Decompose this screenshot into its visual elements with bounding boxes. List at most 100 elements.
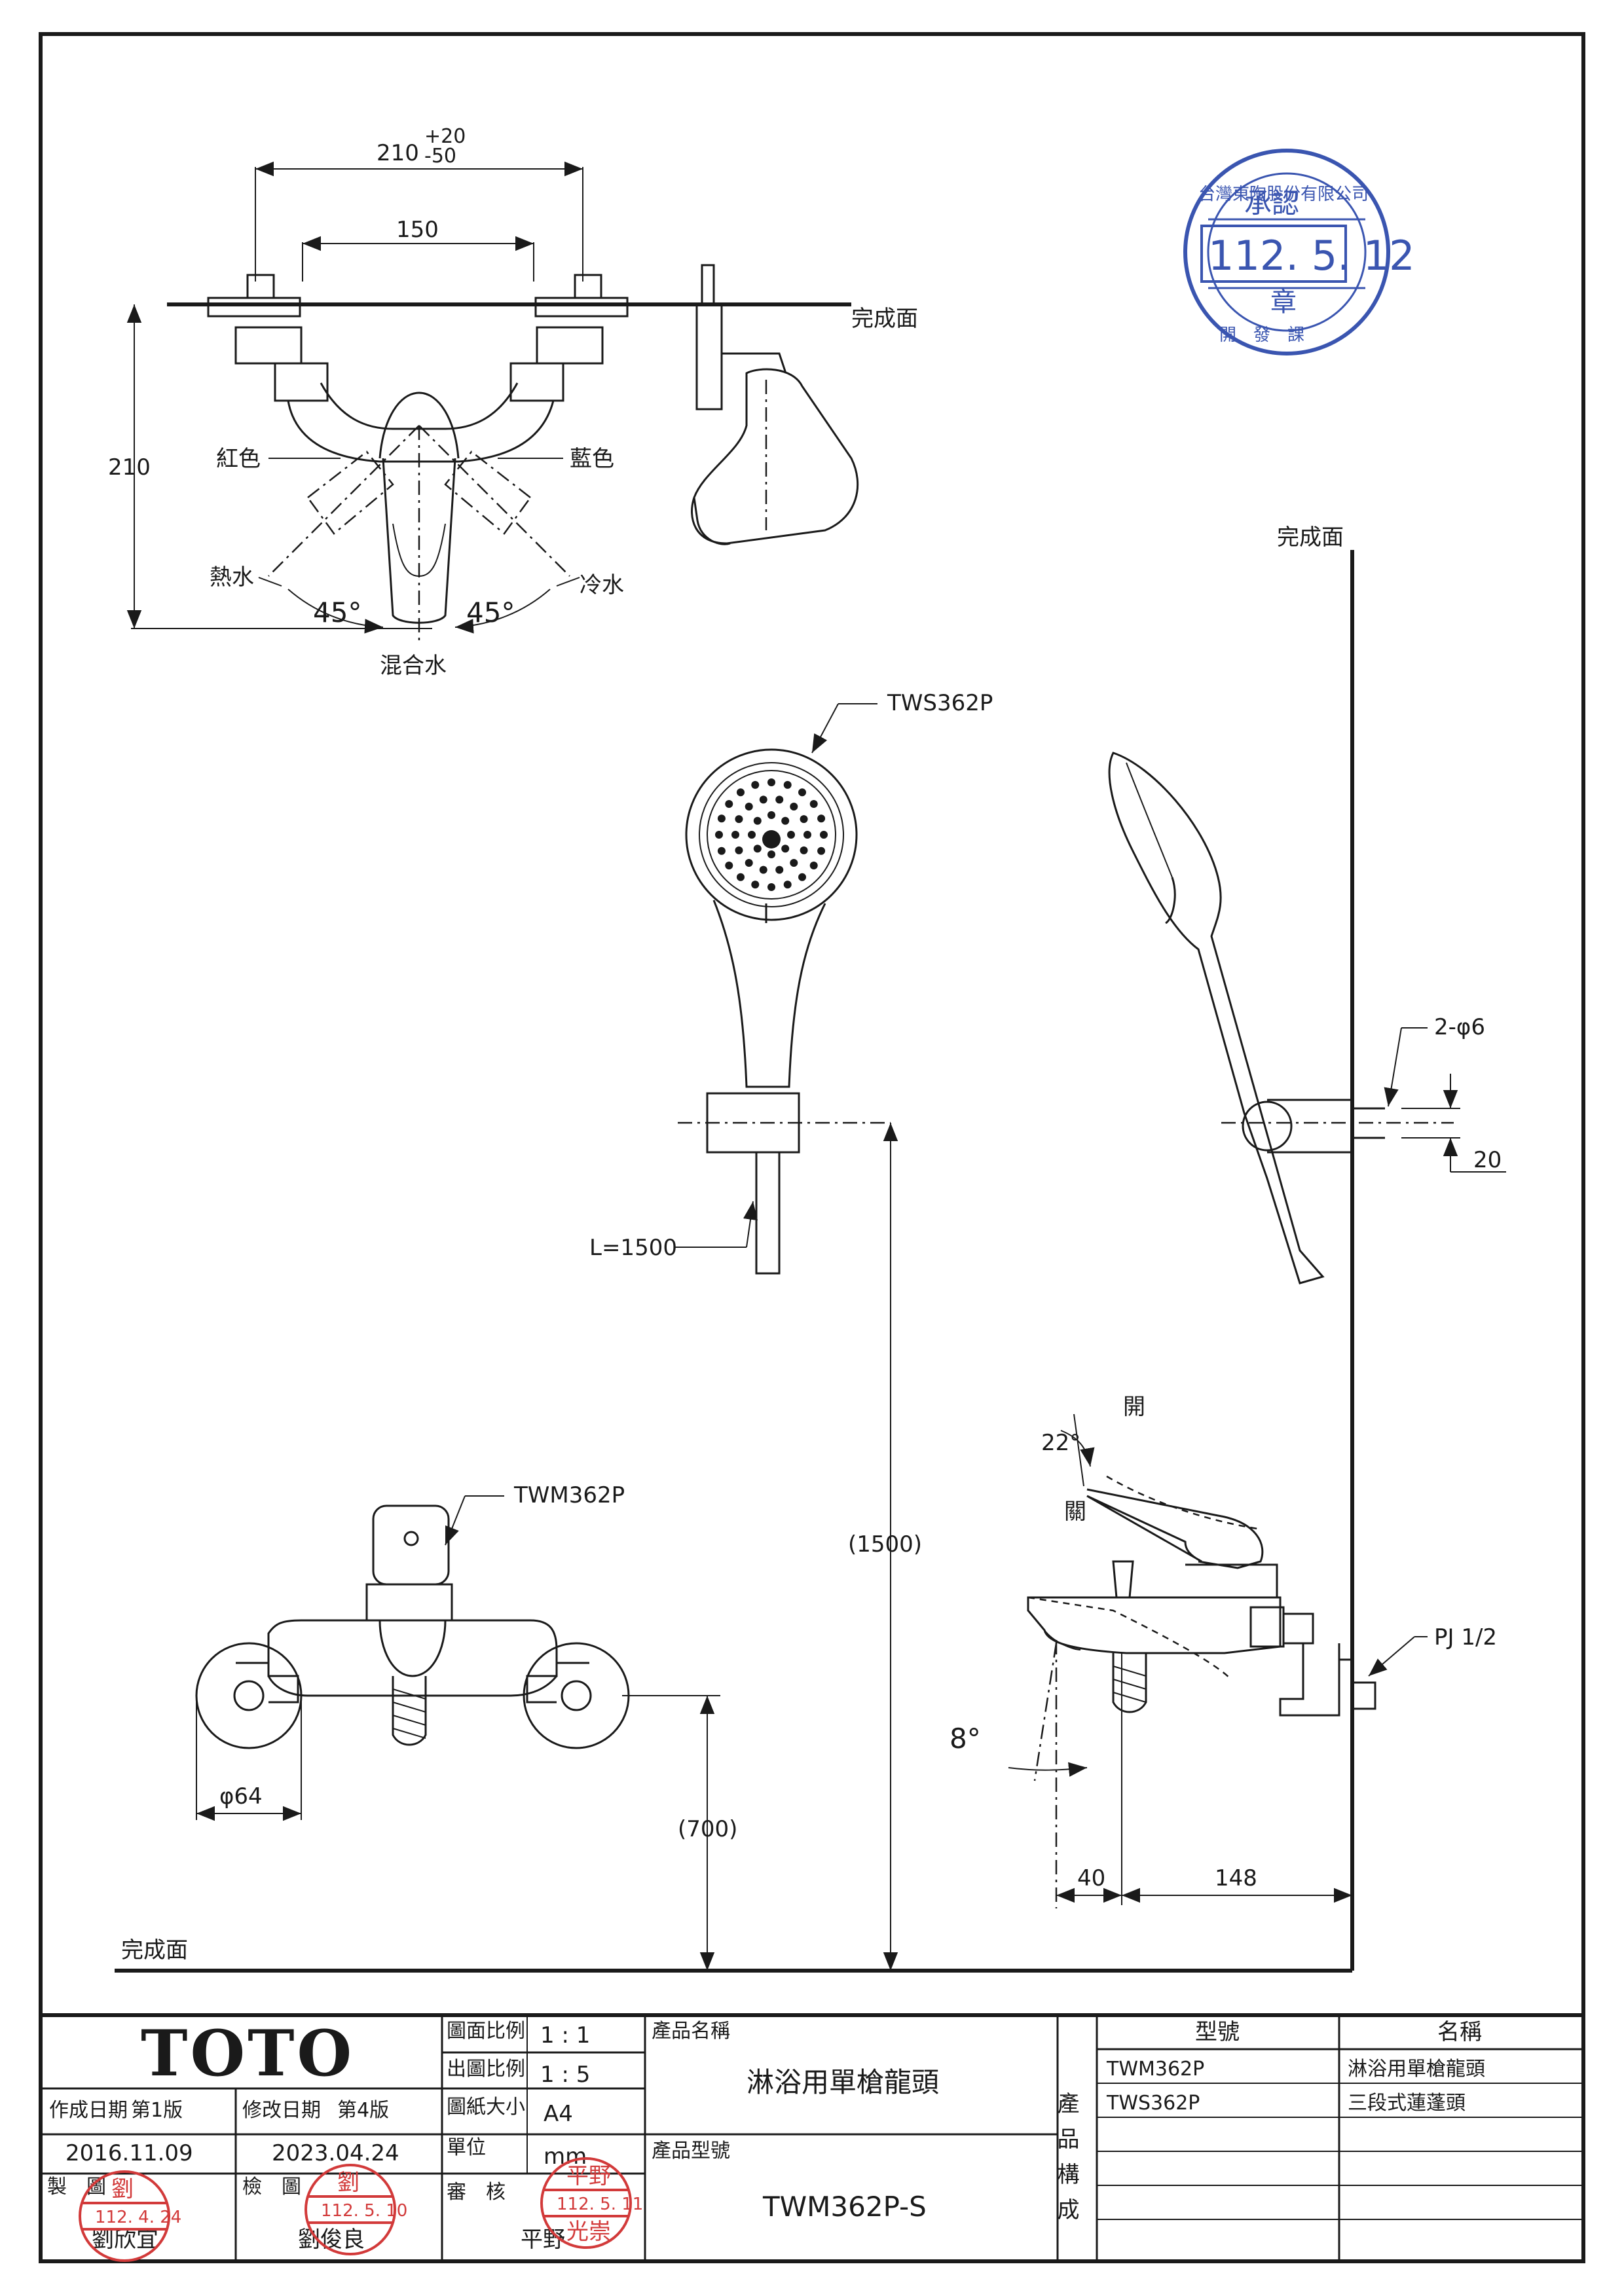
name-col-header: 名稱 — [1437, 2019, 1482, 2045]
nozzle-dot — [751, 881, 760, 889]
nozzle-dot — [817, 814, 826, 823]
nozzle-dot — [745, 859, 753, 867]
nozzle-dot — [725, 862, 733, 870]
drawn-stamp-surname: 劉 — [111, 2176, 134, 2202]
unit-label: 單位 — [447, 2136, 486, 2159]
blue-label: 藍色 — [570, 446, 614, 472]
nozzle-dot — [735, 815, 743, 824]
drawn-stamp-date: 112. 4. 24 — [95, 2208, 181, 2227]
nozzle-dot — [787, 831, 795, 839]
nozzle-dot — [767, 778, 775, 786]
model-col-header: 型號 — [1195, 2019, 1240, 2045]
nozzle-dot — [767, 850, 775, 858]
dim-700-label: (700) — [678, 1816, 737, 1842]
nozzle-dot — [751, 780, 760, 789]
created-version: 第1版 — [131, 2099, 183, 2122]
nozzle-dot — [783, 780, 792, 789]
created-label: 作成日期 — [49, 2099, 128, 2122]
nozzle-dot — [790, 859, 798, 867]
approval-word: 承認 — [1244, 187, 1299, 219]
hole-pitch-label: 20 — [1473, 1147, 1502, 1173]
checked-stamp — [304, 2164, 396, 2255]
approved-stamp — [540, 2157, 632, 2249]
nozzle-dot — [775, 866, 784, 874]
nozzle-dot — [735, 846, 743, 854]
composition-label: 產品構成 — [1053, 2092, 1079, 2233]
cold-label: 冷水 — [580, 572, 624, 598]
checked-name: 劉俊良 — [298, 2227, 365, 2253]
faucet-front-view — [115, 1495, 1352, 1973]
nozzle-dot — [800, 846, 808, 854]
height-dim: 210 — [108, 454, 151, 481]
revised-version: 第4版 — [337, 2099, 389, 2122]
hot-label: 熱水 — [210, 564, 254, 591]
nozzle-dot — [775, 795, 784, 804]
approval-dept: 開 發 課 — [1219, 325, 1304, 345]
nozzle-dot — [736, 788, 745, 797]
checked-stamp-surname: 劉 — [337, 2170, 360, 2196]
revised-label: 修改日期 — [242, 2099, 321, 2122]
dim-1500-label: (1500) — [848, 1531, 922, 1558]
nozzle-dot — [731, 831, 739, 839]
checked-stamp-date: 112. 5. 10 — [321, 2201, 407, 2221]
mixer-top-view — [126, 161, 720, 642]
hole-spec-label: 2-φ6 — [1434, 1014, 1485, 1040]
tol-minus: -50 — [424, 145, 456, 168]
nozzle-dot — [736, 873, 745, 881]
approved-label: 審 核 — [447, 2181, 506, 2204]
nozzle-dot — [759, 795, 767, 804]
nozzle-dot — [717, 847, 726, 855]
approval-date: 112. 5. 12 — [1208, 232, 1415, 280]
nozzle-dot — [715, 831, 723, 839]
faucet-model-label: TWM362P — [513, 1482, 625, 1508]
approval-company: 台灣東陶股份有限公司 — [1198, 185, 1369, 204]
depth-148-label: 148 — [1215, 1865, 1257, 1891]
nozzle-dot — [753, 845, 762, 853]
product-name: 淋浴用單槍龍頭 — [747, 2066, 939, 2098]
nozzle-dot — [809, 799, 818, 808]
title-block-grid — [41, 2013, 1583, 2261]
part-0-name: 淋浴用單槍龍頭 — [1348, 2058, 1485, 2081]
part-1-name: 三段式蓮蓬頭 — [1348, 2092, 1466, 2115]
nozzle-dot — [767, 811, 775, 819]
red-label: 紅色 — [216, 446, 261, 472]
surface-label-right: 完成面 — [1277, 524, 1344, 551]
overall-width-dim: 210 — [377, 140, 419, 166]
faucet-side-view — [1008, 1413, 1428, 1908]
unit-value: mm — [544, 2143, 587, 2170]
nozzle-dot — [759, 866, 767, 874]
nozzle-dot — [745, 802, 753, 811]
part-1-model: TWS362P — [1106, 2092, 1200, 2115]
center-width-dim: 150 — [396, 217, 439, 243]
scale-label: 圖面比例 — [447, 2020, 525, 2043]
nozzle-dot — [748, 831, 756, 839]
surface-label-bottom: 完成面 — [121, 1937, 188, 1963]
surface-label-top: 完成面 — [851, 306, 918, 332]
shower-side-top-view — [691, 264, 859, 545]
nozzle-dot — [809, 862, 818, 870]
revised-date: 2023.04.24 — [272, 2140, 399, 2166]
product-model: TWM362P-S — [762, 2191, 927, 2223]
paper-value: A4 — [544, 2101, 573, 2127]
close-label: 關 — [1064, 1499, 1086, 1525]
shower-head-side — [1108, 752, 1506, 1285]
scale-value: 1 : 1 — [540, 2022, 590, 2049]
shower-model-label: TWS362P — [887, 690, 993, 716]
mixed-label: 混合水 — [380, 653, 447, 679]
nozzle-dot — [725, 799, 733, 808]
nozzle-dot — [781, 845, 790, 853]
approved-stamp-surname: 平野 — [566, 2163, 611, 2189]
approval-seal: 章 — [1270, 287, 1297, 318]
paper-label: 圖紙大小 — [447, 2096, 525, 2119]
print-scale-value: 1 : 5 — [540, 2062, 590, 2088]
checked-label: 檢 圖 — [242, 2176, 301, 2198]
depth-40-label: 40 — [1077, 1865, 1105, 1891]
nozzle-dot — [817, 847, 826, 855]
nozzle-dot — [798, 788, 807, 797]
nozzle-dot — [767, 883, 775, 891]
approved-stamp-date: 112. 5. 11 — [557, 2195, 643, 2214]
created-date: 2016.11.09 — [65, 2140, 193, 2166]
product-name-label: 產品名稱 — [652, 2020, 730, 2043]
nozzle-dot — [781, 816, 790, 825]
